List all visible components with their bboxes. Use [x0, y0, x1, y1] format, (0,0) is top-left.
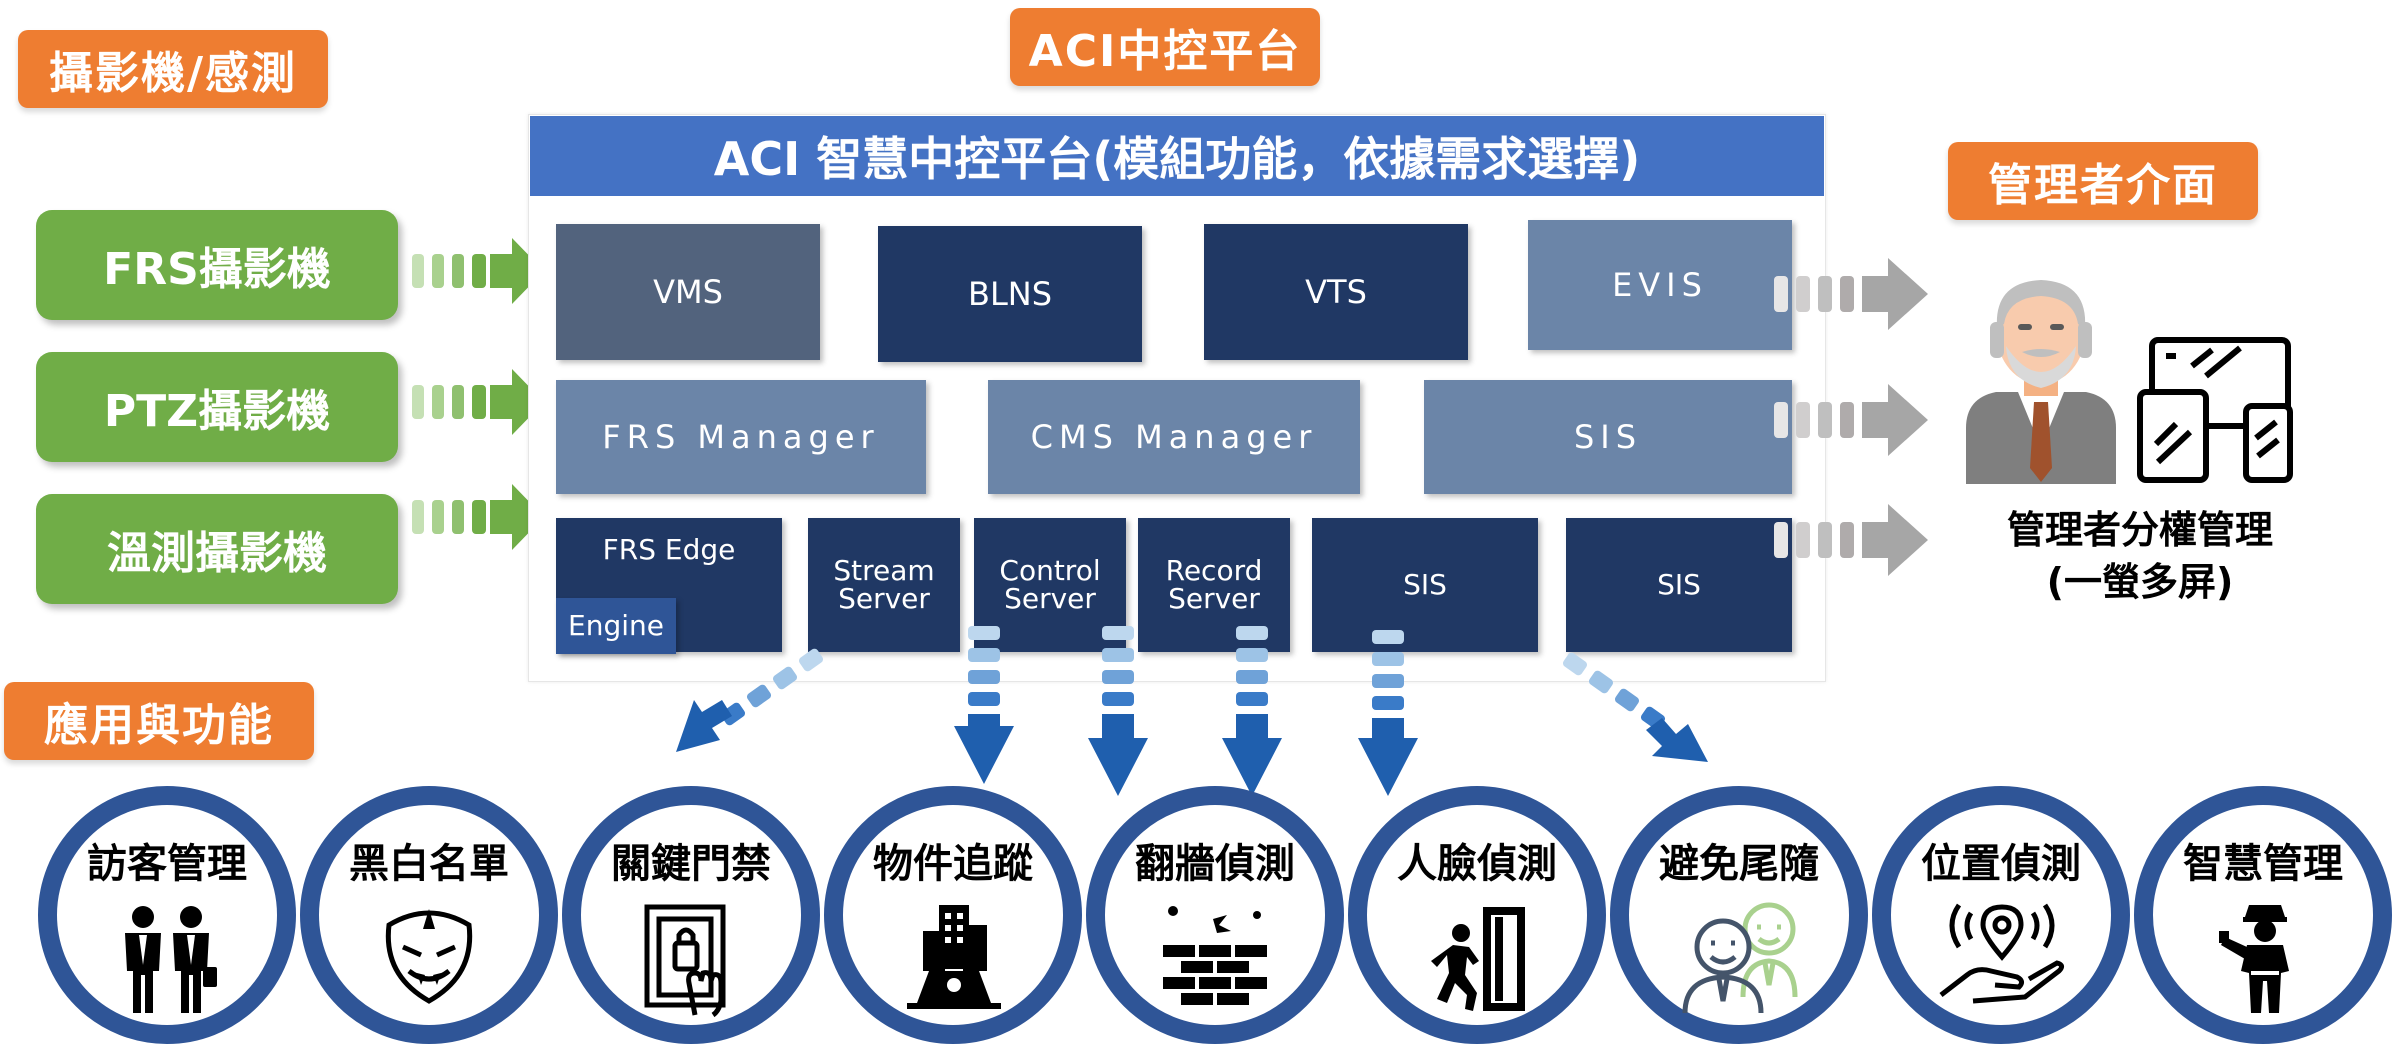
arrow-diagonal-left [676, 648, 824, 752]
app-smart-management: 智慧管理 [2134, 786, 2392, 1044]
app-label-wall: 翻牆偵測 [1135, 841, 1295, 887]
app-label-face: 人臉偵測 [1397, 841, 1557, 887]
module-vms: VMS [556, 224, 820, 360]
camera-ptz-label: PTZ攝影機 [103, 386, 331, 437]
police-officer-icon [2219, 905, 2289, 1013]
app-label-tailgating: 避免尾隨 [1659, 841, 1819, 887]
admin-arrow-2 [1774, 384, 1928, 456]
module-control-label-2: Server [1004, 582, 1096, 615]
app-anti-tailgating: 避免尾隨 [1610, 786, 1868, 1044]
camera-arrow-2 [412, 369, 544, 435]
apps-section-label-text: 應用與功能 [44, 700, 274, 751]
platform-banner-text: ACI 智慧中控平台(模組功能，依據需求選擇) [713, 132, 1641, 186]
app-label-location: 位置偵測 [1921, 841, 2081, 887]
admin-section-label: 管理者介面 [1948, 142, 2258, 220]
camera-thermal-label: 溫測攝影機 [107, 528, 327, 579]
vampire-face-icon [385, 909, 473, 1004]
app-label-tracking: 物件追蹤 [873, 841, 1033, 887]
arrow-down-2 [1088, 626, 1148, 796]
module-engine-label: Engine [568, 609, 664, 642]
module-frs-edge-label: FRS Edge [602, 533, 736, 566]
admin-arrow-1 [1774, 258, 1928, 330]
app-wall-climbing-detection: 翻牆偵測 [1086, 786, 1344, 1044]
admin-devices-icon [2137, 337, 2293, 483]
module-frs-manager: FRS Manager [556, 380, 926, 494]
module-cms-manager: CMS Manager [988, 380, 1360, 494]
location-hand-icon [1939, 903, 2065, 1004]
app-location-detection: 位置偵測 [1872, 786, 2130, 1044]
module-stream-label-1: Stream [833, 554, 935, 587]
module-vts-label: VTS [1305, 273, 1367, 311]
cameras-section-label-text: 攝影機/感測 [48, 48, 298, 99]
app-label-smart: 智慧管理 [2183, 841, 2343, 887]
camera-arrow-3 [412, 484, 544, 550]
arrow-down-3 [1222, 626, 1282, 796]
platform-section-label: ACI中控平台 [1010, 8, 1320, 86]
visitors-icon [125, 906, 217, 1013]
building-location-icon [907, 905, 1001, 1009]
camera-thermal: 溫測攝影機 [36, 494, 398, 604]
door-lock-icon [644, 904, 726, 1018]
platform-banner: ACI 智慧中控平台(模組功能，依據需求選擇) [530, 116, 1824, 196]
module-engine: Engine [556, 598, 676, 654]
module-sis-row2: SIS [1424, 380, 1792, 494]
module-evis: EVIS [1528, 220, 1792, 350]
apps-section-label: 應用與功能 [4, 682, 314, 760]
brick-wall-icon [1163, 905, 1267, 1005]
module-sis-b-label: SIS [1657, 568, 1701, 601]
admin-caption-line2: (一螢多屏) [2046, 560, 2234, 605]
admin-caption: 管理者分權管理 (一螢多屏) [1930, 504, 2350, 609]
module-frs-manager-label: FRS Manager [602, 418, 880, 456]
module-blns-label: BLNS [967, 275, 1053, 313]
admin-arrow-3 [1774, 504, 1928, 576]
camera-frs-label: FRS攝影機 [103, 244, 331, 295]
module-record-label-1: Record [1165, 554, 1263, 587]
module-control-label-1: Control [999, 554, 1101, 587]
module-record-label-2: Server [1168, 582, 1260, 615]
module-sis-row2-label: SIS [1573, 418, 1643, 456]
camera-arrow-1 [412, 238, 544, 304]
module-sis-a-label: SIS [1403, 568, 1447, 601]
module-sis-a: SIS [1312, 518, 1538, 652]
module-evis-label: EVIS [1612, 266, 1708, 304]
app-label-blacklist: 黑白名單 [349, 841, 509, 887]
admin-caption-line1: 管理者分權管理 [2006, 508, 2273, 552]
module-blns: BLNS [878, 226, 1142, 362]
arrow-diagonal-right [1562, 652, 1708, 762]
module-sis-b: SIS [1566, 518, 1792, 652]
admin-section-label-text: 管理者介面 [1988, 160, 2218, 211]
camera-ptz: PTZ攝影機 [36, 352, 398, 462]
app-label-visitor: 訪客管理 [87, 841, 247, 887]
module-vms-label: VMS [653, 273, 723, 311]
app-label-access: 關鍵門禁 [611, 841, 771, 887]
module-stream-label-2: Server [838, 582, 930, 615]
admin-person-icon [1966, 280, 2116, 484]
two-faces-icon [1682, 902, 1798, 1014]
platform-section-label-text: ACI中控平台 [1028, 26, 1302, 77]
arrow-down-1 [954, 626, 1014, 784]
app-face-detection: 人臉偵測 [1348, 786, 1606, 1044]
cameras-section-label: 攝影機/感測 [18, 30, 328, 108]
app-object-tracking: 物件追蹤 [824, 786, 1082, 1044]
module-cms-manager-label: CMS Manager [1030, 418, 1318, 456]
arrow-down-4 [1358, 630, 1418, 796]
app-key-access-control: 關鍵門禁 [562, 786, 820, 1044]
camera-frs: FRS攝影機 [36, 210, 398, 320]
app-blacklist: 黑白名單 [300, 786, 558, 1044]
app-visitor-management: 訪客管理 [38, 786, 296, 1044]
module-vts: VTS [1204, 224, 1468, 360]
person-door-icon [1431, 907, 1525, 1011]
